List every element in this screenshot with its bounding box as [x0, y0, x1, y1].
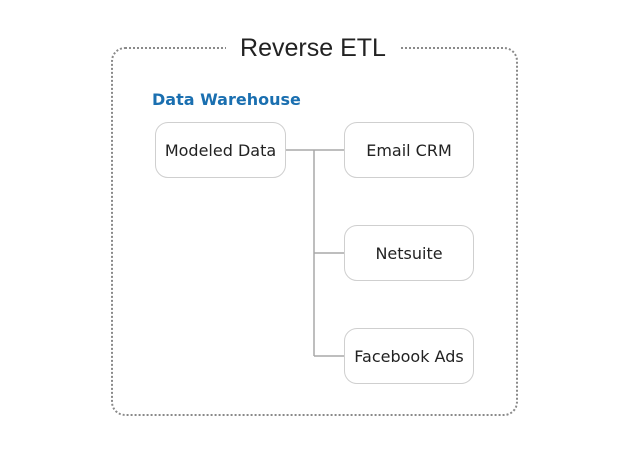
node-facebook-ads: Facebook Ads [344, 328, 474, 384]
node-modeled-data-label: Modeled Data [164, 140, 277, 160]
node-netsuite: Netsuite [344, 225, 474, 281]
node-facebook-ads-label: Facebook Ads [354, 346, 464, 366]
diagram-title: Reverse ETL [226, 30, 400, 66]
data-warehouse-label: Data Warehouse [152, 90, 301, 109]
node-modeled-data: Modeled Data [155, 122, 286, 178]
node-email-crm: Email CRM [344, 122, 474, 178]
node-email-crm-label: Email CRM [366, 140, 452, 160]
node-netsuite-label: Netsuite [375, 243, 443, 263]
